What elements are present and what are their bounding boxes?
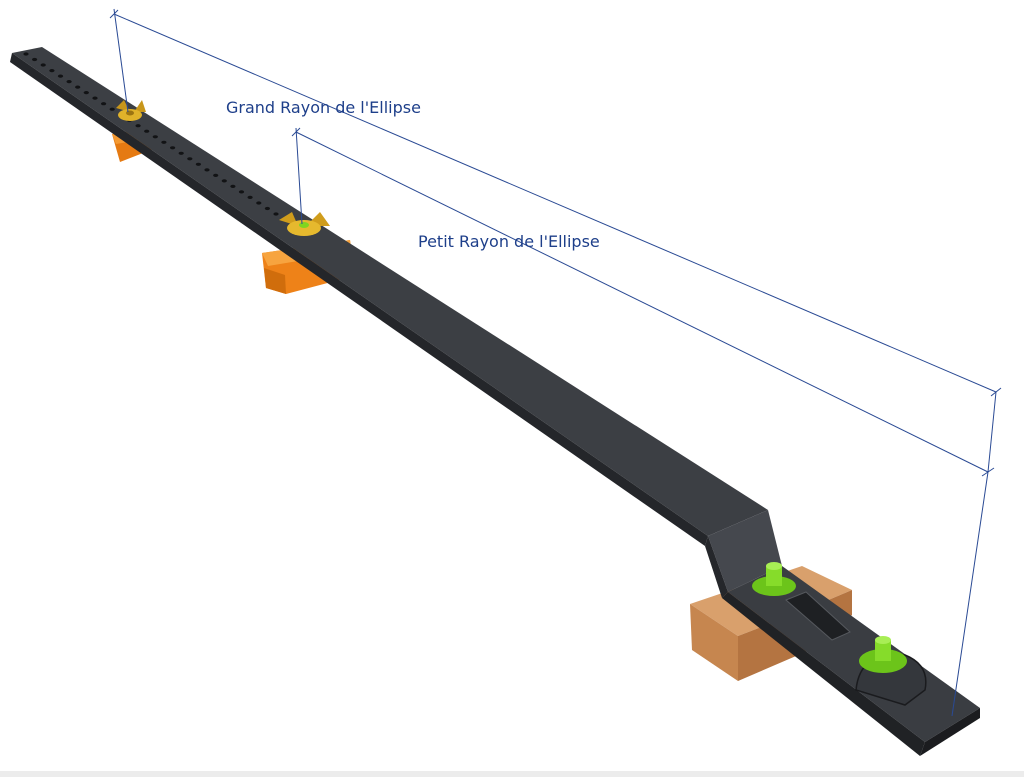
adjustment-hole [238, 190, 245, 194]
adjustment-hole [23, 52, 29, 56]
adjustment-hole [57, 74, 64, 78]
guide-pin-1[interactable] [752, 562, 796, 596]
adjustment-hole [204, 168, 210, 172]
guide-pin-icon [859, 636, 907, 673]
adjustment-hole [66, 80, 72, 84]
adjustment-hole [40, 63, 46, 67]
adjustment-hole [195, 162, 201, 166]
adjustment-hole [92, 96, 98, 100]
end-extension-line [951, 391, 997, 717]
adjustment-hole [170, 146, 176, 150]
major-radius-label: Grand Rayon de l'Ellipse [226, 98, 421, 117]
adjustment-hole [187, 157, 193, 161]
adjustment-hole [101, 102, 107, 106]
adjustment-hole [264, 206, 270, 211]
adjustment-hole [144, 129, 150, 133]
adjustment-hole [83, 91, 89, 95]
guide-pin-icon [752, 562, 796, 596]
adjustment-hole [273, 212, 279, 216]
adjustment-hole [256, 201, 262, 205]
wing-nut-1[interactable] [116, 100, 146, 121]
adjustment-hole [247, 195, 253, 199]
minor-radius-label: Petit Rayon de l'Ellipse [418, 232, 600, 251]
wing-nut-icon [116, 100, 146, 121]
adjustment-hole [49, 69, 55, 73]
wing-nut-2[interactable] [279, 212, 330, 236]
wing-nut-icon [279, 212, 330, 236]
adjustment-hole [161, 140, 167, 144]
adjustment-hole [230, 184, 236, 188]
adjustment-hole [135, 124, 141, 128]
bottom-strip [0, 771, 1024, 777]
guide-pin-2[interactable] [859, 636, 907, 673]
adjustment-hole [109, 107, 115, 111]
adjustment-hole [178, 151, 184, 155]
adjustment-hole [31, 57, 38, 62]
adjustment-hole [221, 179, 227, 183]
adjustment-hole [213, 173, 219, 177]
adjustment-hole [152, 135, 158, 139]
adjustment-hole [75, 85, 81, 89]
trammel-arm [10, 47, 980, 756]
